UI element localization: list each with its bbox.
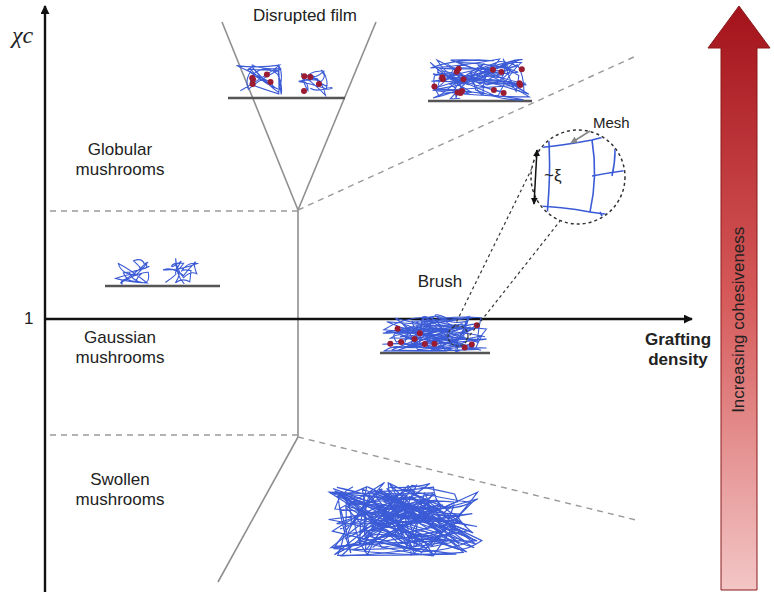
cohesive-site: [307, 74, 313, 80]
cohesive-site: [474, 322, 480, 328]
cohesive-site: [490, 67, 496, 73]
cohesive-site: [501, 90, 507, 96]
cohesive-site: [519, 66, 525, 72]
axis-label: χc: [12, 22, 52, 50]
cohesive-site: [395, 326, 401, 332]
region-label: Disrupted film: [240, 6, 370, 26]
cohesive-site: [491, 87, 497, 93]
cohesive-site: [268, 79, 274, 85]
region-label: Brush: [405, 272, 475, 292]
cohesive-site: [516, 80, 522, 86]
magnifier: [448, 128, 630, 346]
region-label: Swollen mushrooms: [55, 470, 185, 509]
cohesive-site: [461, 76, 467, 82]
substrate: [105, 98, 532, 353]
cohesive-site: [456, 66, 462, 72]
polymer-chain: [431, 60, 529, 99]
cohesive-site: [432, 341, 438, 347]
cohesive-site: [440, 76, 446, 82]
cohesive-site: [301, 88, 307, 94]
polymer-chain: [342, 484, 478, 556]
polymer-chain: [299, 70, 333, 95]
polymer-chain: [116, 260, 150, 284]
cohesive-site: [316, 81, 322, 87]
cohesive-site: [264, 72, 270, 78]
axis-title: Grafting density: [628, 330, 728, 369]
polymer-chains: [116, 59, 530, 556]
cohesive-site: [387, 341, 393, 347]
dimension-label: ~ξ: [544, 166, 584, 186]
cohesive-site: [398, 339, 404, 345]
cohesive-site: [250, 81, 256, 87]
x-axis: [45, 318, 692, 320]
polymer-chain: [237, 65, 282, 94]
cohesive-site: [422, 341, 428, 347]
polymer-chain: [333, 486, 473, 544]
cohesive-site: [431, 83, 437, 89]
trend-label: Increasing cohesiveness: [729, 227, 749, 413]
cohesiveness-arrow: [708, 6, 770, 590]
cohesive-site: [469, 341, 475, 347]
cohesive-site: [249, 75, 255, 81]
cohesive-site: [455, 90, 461, 96]
region-label: Gaussian mushrooms: [55, 328, 185, 367]
polymer-chain: [430, 60, 526, 99]
cohesive-site: [417, 330, 423, 336]
crossover-lines: [50, 56, 636, 520]
cohesive-site: [301, 73, 307, 79]
cohesive-site: [498, 69, 504, 75]
y-axis: [44, 6, 46, 592]
axis-tick: 1: [24, 309, 40, 329]
callout-label: Mesh: [593, 114, 653, 131]
polymer-chain: [163, 258, 197, 284]
region-label: Globular mushrooms: [55, 140, 185, 179]
polymer-chain: [384, 317, 487, 351]
cohesive-site: [412, 336, 418, 342]
